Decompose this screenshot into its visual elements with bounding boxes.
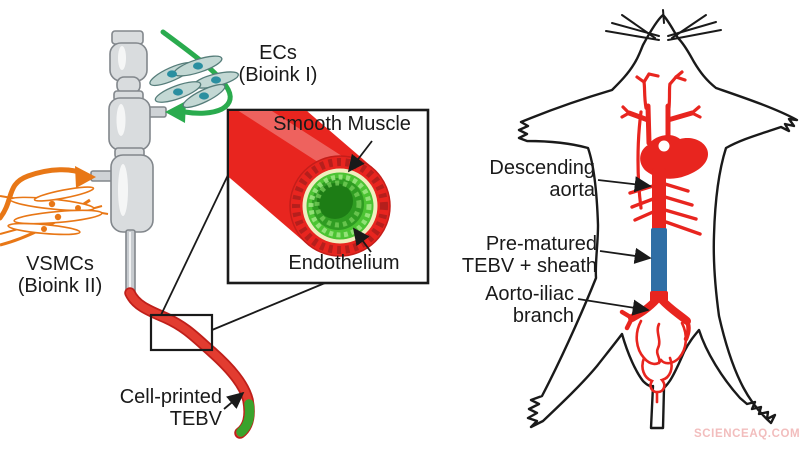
endothelium-label: Endothelium	[288, 252, 400, 274]
annotation-arrows	[577, 176, 652, 316]
rat-vasculature	[619, 70, 709, 404]
vessel-inset	[226, 108, 430, 285]
graft-segment	[651, 228, 667, 293]
cell-printed-tebv-label: Cell-printed TEBV	[119, 386, 222, 430]
endothelium-arrow-icon	[352, 227, 372, 253]
tebv-sheath-arrow-icon	[599, 247, 652, 264]
vsmc-cells-icon	[0, 186, 109, 236]
smooth-muscle-label: Smooth Muscle	[273, 113, 411, 135]
descending-aorta-arrow-icon	[597, 176, 652, 193]
watermark: SCIENCEAQ.COM	[694, 428, 800, 440]
aorto-iliac-label: Aorto-iliac branch	[485, 283, 574, 327]
bioink1-arrow-icon	[160, 29, 233, 123]
printed-tebv-tube	[124, 287, 255, 439]
descending-aorta-label: Descending aorta	[489, 157, 595, 201]
vsmc-bioink-label: VSMCs (Bioink II)	[17, 253, 103, 297]
smooth-muscle-arrow-icon	[347, 140, 373, 173]
zoom-callout	[149, 174, 326, 352]
tebv-sheath-label: Pre-matured TEBV + sheath	[461, 233, 597, 277]
ec-cells-icon	[149, 55, 240, 109]
printed-tebv-arrow-icon	[223, 391, 245, 410]
aorto-iliac-arrow-icon	[577, 298, 650, 316]
ec-bioink-label: ECs (Bioink I)	[238, 42, 318, 86]
